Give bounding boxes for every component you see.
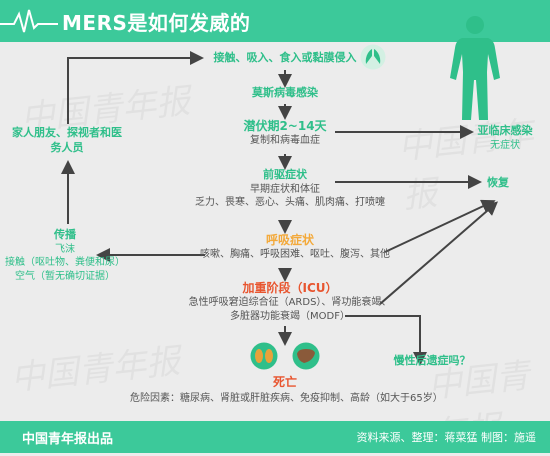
flowchart: 中国青年报 中国青年报 中国青年报 中国青年报 [0, 16, 550, 455]
prodrome-node: 前驱症状 早期症状和体征 乏力、畏寒、恶心、头痛、肌肉痛、打喷嚏 [195, 168, 385, 210]
incubation-sub: 复制和病毒血症 [250, 135, 320, 147]
chronic-label: 慢性后遗症吗？ [393, 354, 471, 367]
death-risk-node: 危险因素：糖尿病、肾脏或肝脏疾病、免疫抑制、高龄（如大于65岁） [130, 392, 443, 406]
contact-node: 接触、吸入、食入或黏膜侵入 [180, 51, 390, 66]
prodrome-sub2: 乏力、畏寒、恶心、头痛、肌肉痛、打喷嚏 [195, 197, 385, 209]
respiratory-title: 呼吸症状 [265, 233, 314, 247]
flow-arrows [61, 51, 499, 366]
contacts-label: 家人朋友、探视者和医务人员 [12, 126, 122, 154]
subclinical-sub: 无症状 [490, 139, 520, 151]
contact-label: 接触、吸入、食入或黏膜侵入 [213, 51, 357, 64]
transmission-sub3: 空气（暂无确切证据） [15, 270, 115, 282]
subclinical-node: 亚临床感染 无症状 [470, 124, 540, 152]
footer-bar: 中国青年报出品 资料来源、整理：蒋菜猛 制图：施遥 [0, 421, 550, 453]
infection-node: 莫斯病毒感染 [235, 86, 335, 101]
header-bar: MERS是如何发威的 [0, 0, 550, 42]
critical-node: 加重阶段（ICU） 急性呼吸窘迫综合征（ARDS）、肾功能衰竭、 多脏器功能衰竭… [180, 280, 400, 323]
critical-title: 加重阶段（ICU） [242, 281, 338, 295]
pulse-icon [0, 9, 58, 33]
prodrome-sub1: 早期症状和体征 [250, 183, 320, 195]
subclinical-title: 亚临床感染 [477, 124, 533, 137]
prodrome-title: 前驱症状 [263, 168, 307, 181]
transmission-sub1: 飞沫 [55, 243, 75, 255]
transmission-node: 传播 飞沫 接触（呕吐物、粪便和尿） 空气（暂无确切证据） [0, 228, 130, 283]
incubation-node: 潜伏期2~14天 复制和病毒血症 [225, 118, 345, 148]
contacts-node: 家人朋友、探视者和医务人员 [12, 126, 122, 156]
recovery-node: 恢复 [478, 176, 518, 191]
kidneys-icon [250, 342, 278, 370]
liver-icon [292, 342, 320, 370]
human-body-icon [450, 16, 500, 120]
incubation-title: 潜伏期2~14天 [243, 119, 327, 133]
respiratory-node: 呼吸症状 咳嗽、胸痛、呼吸困难、呕吐、腹泻、其他 [200, 232, 390, 262]
transmission-sub2: 接触（呕吐物、粪便和尿） [5, 257, 125, 269]
death-title: 死亡 [272, 375, 297, 389]
lungs-icon [360, 44, 386, 70]
footer-publisher: 中国青年报出品 [22, 432, 114, 447]
death-node: 死亡 [225, 374, 345, 390]
page-title: MERS是如何发威的 [62, 11, 251, 35]
critical-sub2: 多脏器功能衰竭（MODF） [230, 310, 350, 322]
critical-sub1: 急性呼吸窘迫综合征（ARDS）、肾功能衰竭、 [188, 297, 392, 309]
transmission-title: 传播 [54, 228, 76, 241]
footer-credits: 资料来源、整理：蒋菜猛 制图：施遥 [356, 431, 537, 444]
recovery-label: 恢复 [487, 176, 509, 189]
death-risk-factors: 危险因素：糖尿病、肾脏或肝脏疾病、免疫抑制、高龄（如大于65岁） [130, 393, 443, 404]
infection-label: 莫斯病毒感染 [252, 86, 318, 99]
respiratory-sub: 咳嗽、胸痛、呼吸困难、呕吐、腹泻、其他 [200, 249, 390, 261]
chronic-node: 慢性后遗症吗？ [382, 354, 482, 369]
